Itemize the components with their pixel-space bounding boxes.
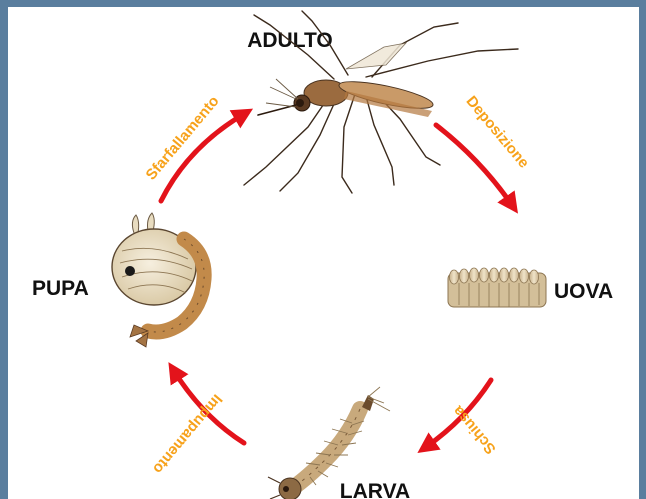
life-cycle-diagram: ADULTO UOVA LARVA PUPA Deposizione Schiu… <box>8 7 639 499</box>
diagram-canvas: ADULTO UOVA LARVA PUPA Deposizione Schiu… <box>8 7 639 499</box>
pupa-illustration <box>112 213 204 347</box>
stage-label-larva: LARVA <box>340 480 410 499</box>
transition-label-hatching: Schiusa <box>449 402 499 457</box>
stage-label-eggs: UOVA <box>554 280 613 303</box>
eggs-illustration <box>448 268 546 307</box>
transition-label-pupation: Impupamento <box>149 391 225 477</box>
stage-label-pupa: PUPA <box>32 277 89 300</box>
